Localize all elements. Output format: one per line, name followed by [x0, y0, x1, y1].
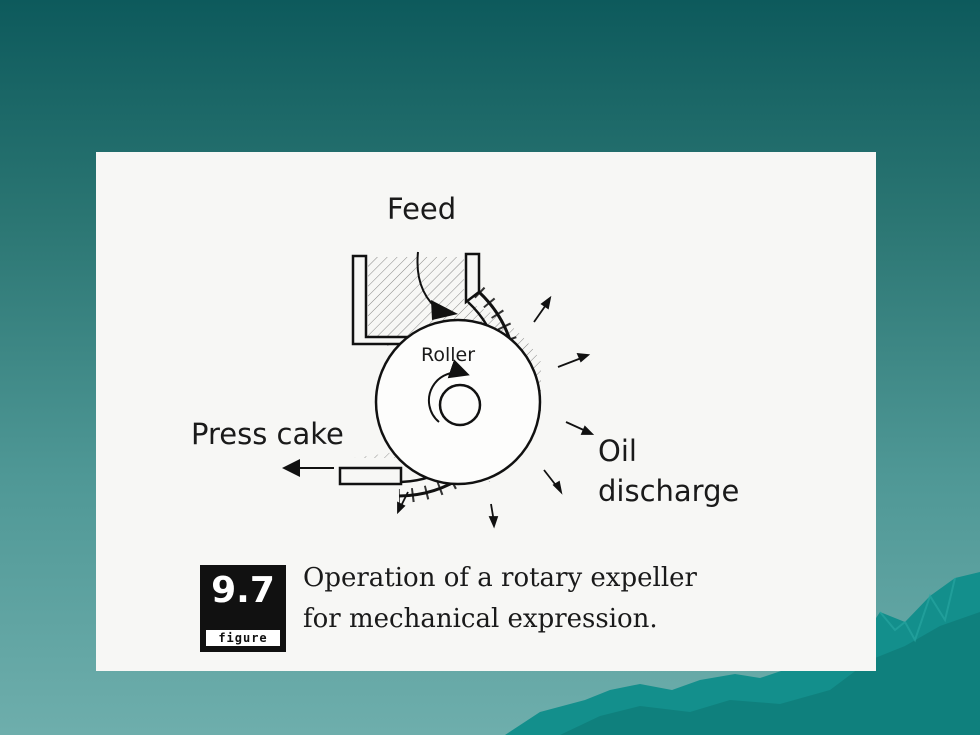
figure-caption: Operation of a rotary expeller for mecha…	[303, 558, 823, 640]
oil-label: Oil	[598, 434, 637, 468]
oil-discharge-label: discharge	[598, 474, 740, 508]
figure-number: 9.7	[211, 570, 275, 611]
figure-number-badge: 9.7 figure	[200, 565, 286, 652]
cake-outlet-plate	[338, 466, 403, 486]
roller-shaft	[438, 383, 482, 427]
caption-line-1: Operation of a rotary expeller	[303, 563, 697, 593]
caption-line-2: for mechanical expression.	[303, 604, 658, 634]
expeller-diagram	[282, 251, 595, 529]
figure-tag: figure	[206, 630, 280, 646]
press-cake-label: Press cake	[191, 417, 344, 451]
feed-label: Feed	[387, 192, 457, 226]
roller-label: Roller	[421, 344, 476, 366]
oil-arrows	[397, 295, 595, 529]
rotation-arrow	[427, 359, 470, 423]
figure-panel: Feed Roller Press cake Oil discharge 9.7…	[96, 152, 876, 671]
